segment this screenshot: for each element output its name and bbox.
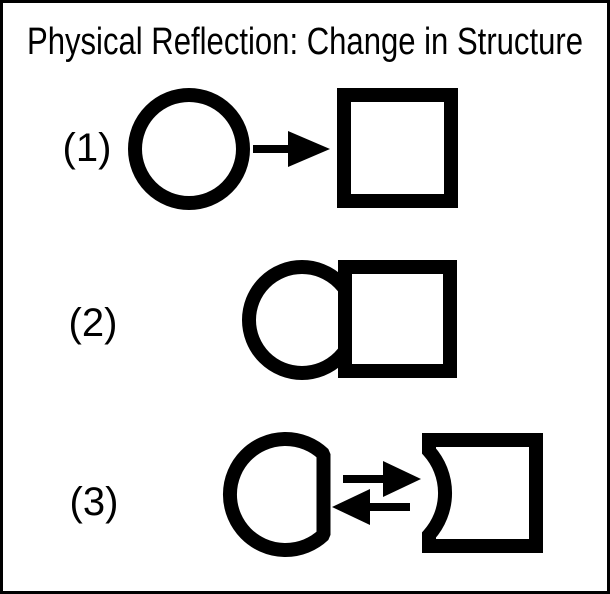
page-title: Physical Reflection: Change in Structure <box>27 21 583 63</box>
row-1-label: (1) <box>63 126 112 170</box>
arrow-head <box>288 131 330 167</box>
row-1: (1) <box>63 88 458 210</box>
flattened-circle-shape <box>222 432 331 557</box>
circle-shape <box>128 88 250 210</box>
reverse-arrow-head <box>332 489 370 525</box>
notched-square-shape <box>422 433 543 553</box>
row-3-label: (3) <box>70 480 119 524</box>
row-2-label: (2) <box>69 301 118 345</box>
forward-arrow-head <box>383 461 421 497</box>
square-overlapping-circle <box>338 260 457 378</box>
row-2: (2) <box>69 260 457 380</box>
square-shape <box>337 88 458 208</box>
right-arrow-icon <box>253 131 330 167</box>
equilibrium-arrows-icon <box>332 461 421 525</box>
row-3: (3) <box>70 432 543 557</box>
